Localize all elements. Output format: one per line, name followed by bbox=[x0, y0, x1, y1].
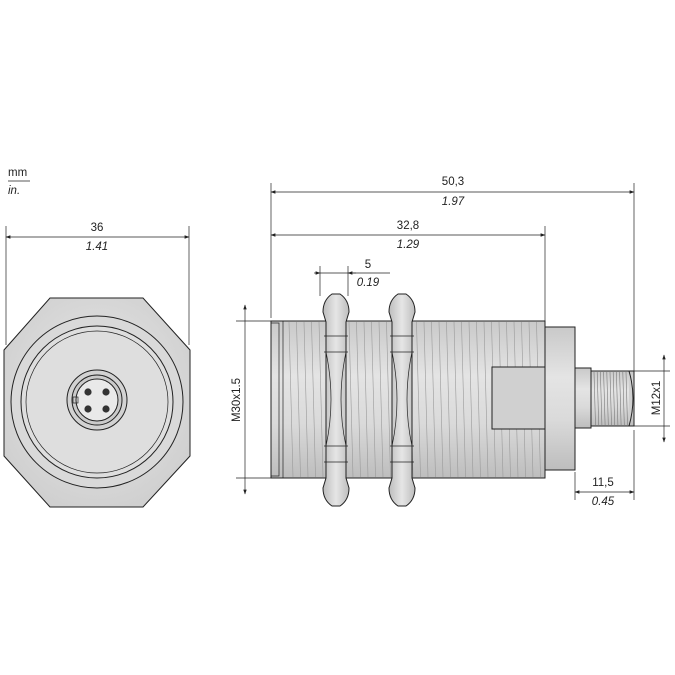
connector-length-mm: 11,5 bbox=[592, 477, 614, 489]
nut-2-body bbox=[388, 293, 416, 507]
thread-line bbox=[468, 321, 474, 478]
thread-line bbox=[461, 321, 466, 478]
front-width-in: 1.41 bbox=[86, 241, 108, 253]
thread-length-in: 1.29 bbox=[397, 239, 420, 251]
body-thread-label: M30x1.5 bbox=[231, 378, 243, 422]
connector-base bbox=[574, 367, 592, 429]
connector-thread-line bbox=[596, 371, 599, 426]
pin-3-icon bbox=[84, 405, 92, 413]
rear-housing bbox=[544, 326, 576, 471]
units-legend: mm in. bbox=[8, 167, 30, 197]
connector-thread-line bbox=[616, 371, 619, 426]
connector-thread-label: M12x1 bbox=[651, 381, 663, 416]
side-view: 50,3 1.97 32,8 1.29 5 0.19 M30x1.5 bbox=[231, 176, 670, 508]
overall-mm: 50,3 bbox=[442, 176, 464, 188]
nut-1-body bbox=[322, 293, 350, 507]
connector-key bbox=[72, 396, 79, 404]
thread-line bbox=[311, 321, 316, 478]
nut-1 bbox=[322, 293, 350, 507]
thread-line bbox=[431, 321, 436, 478]
nut-1-curve-r bbox=[340, 351, 347, 447]
thread-line bbox=[453, 321, 459, 478]
front-view: 36 1.41 bbox=[3, 222, 191, 508]
nut-thickness-in: 0.19 bbox=[357, 277, 380, 289]
thread-line bbox=[438, 321, 444, 478]
units-mm-label: mm bbox=[8, 167, 27, 179]
connector-thread-line bbox=[603, 371, 606, 426]
thread-line bbox=[416, 321, 421, 478]
connector-length-in: 0.45 bbox=[592, 496, 615, 508]
thread-line bbox=[386, 321, 391, 478]
body-front-chamfer bbox=[270, 322, 280, 477]
thread-line bbox=[483, 321, 489, 478]
nut-thickness-mm: 5 bbox=[365, 259, 371, 271]
connector-thread-line bbox=[625, 371, 628, 426]
thread-length-mm: 32,8 bbox=[397, 220, 419, 232]
connector-thread-line bbox=[600, 371, 603, 426]
thread-line bbox=[303, 321, 309, 478]
nut-1-curve-l bbox=[325, 351, 332, 447]
thread-line bbox=[288, 321, 294, 478]
connector-thread-line bbox=[593, 371, 596, 426]
pin-1-icon bbox=[84, 388, 92, 396]
thread-line bbox=[356, 321, 361, 478]
nut-2-curve-r bbox=[406, 351, 413, 447]
connector-thread-lines bbox=[593, 371, 628, 426]
rear-flat bbox=[491, 366, 546, 430]
thread-line bbox=[476, 321, 481, 478]
connector-thread-line bbox=[622, 371, 625, 426]
pin-4-icon bbox=[102, 405, 110, 413]
connector-thread-line bbox=[619, 371, 622, 426]
body-inner-ring bbox=[25, 330, 169, 474]
thread-line bbox=[378, 321, 384, 478]
front-width-mm: 36 bbox=[91, 222, 104, 234]
connector-end-chamfer bbox=[628, 370, 634, 427]
thread-line bbox=[371, 321, 376, 478]
connector-thread-line bbox=[609, 371, 612, 426]
thread-line bbox=[296, 321, 301, 478]
connector-insert bbox=[75, 378, 119, 422]
thread-line bbox=[446, 321, 451, 478]
nut-2 bbox=[388, 293, 416, 507]
thread-line bbox=[363, 321, 369, 478]
units-in-label: in. bbox=[8, 185, 20, 197]
pin-2-icon bbox=[102, 388, 110, 396]
overall-in: 1.97 bbox=[442, 196, 465, 208]
thread-line bbox=[423, 321, 429, 478]
connector-thread-line bbox=[606, 371, 609, 426]
thread-line bbox=[348, 321, 354, 478]
thread-line bbox=[318, 321, 324, 478]
connector-thread-line bbox=[612, 371, 615, 426]
nut-2-curve-l bbox=[391, 351, 398, 447]
